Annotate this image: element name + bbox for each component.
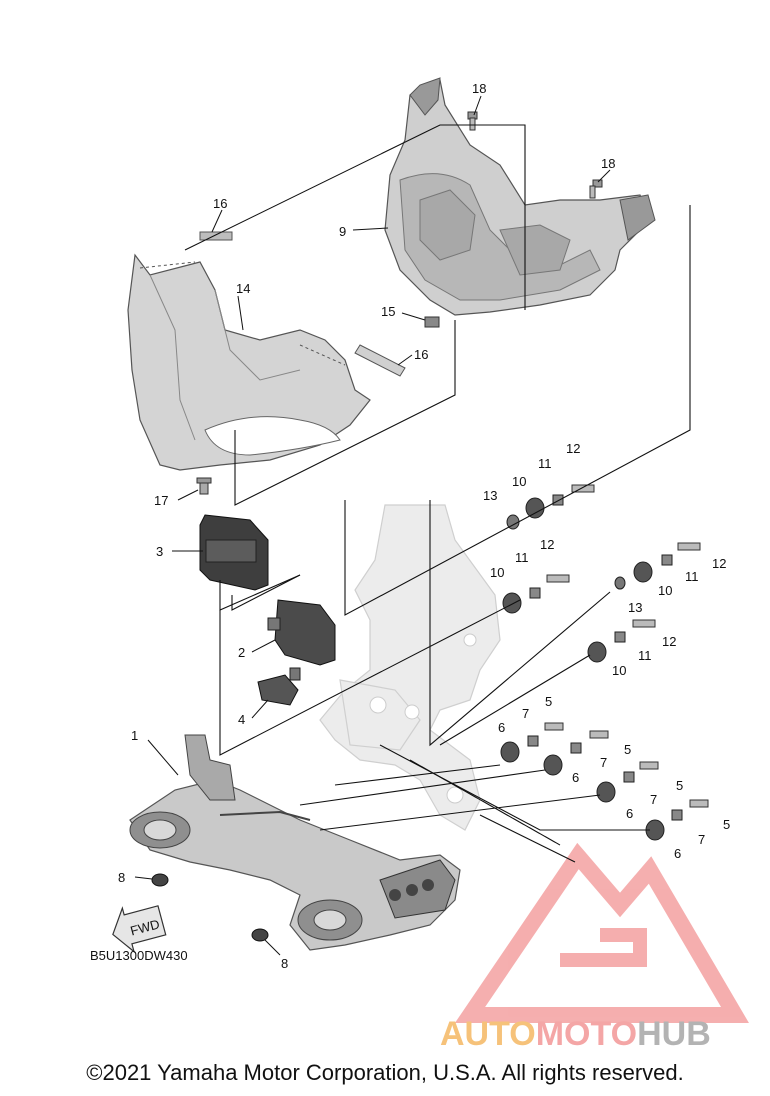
callout-7c: 7 [650, 792, 657, 807]
callout-4: 4 [238, 712, 245, 727]
callout-10c: 10 [658, 583, 672, 598]
control-unit-3 [199, 514, 269, 591]
hardware-stack-low [587, 619, 656, 663]
callout-5c: 5 [676, 778, 683, 793]
callout-labels: 1 2 3 4 5 5 5 5 6 6 6 6 7 7 7 7 8 8 9 10… [118, 81, 730, 971]
callout-3: 3 [156, 544, 163, 559]
callout-8b: 8 [281, 956, 288, 971]
callout-16a: 16 [213, 196, 227, 211]
hardware-stack-upper [506, 484, 595, 530]
screw-18a [467, 111, 478, 131]
strip-16b [354, 344, 406, 377]
callout-12d: 12 [662, 634, 676, 649]
callout-15: 15 [381, 304, 395, 319]
callout-6d: 6 [674, 846, 681, 861]
callout-18b: 18 [601, 156, 615, 171]
front-cowl-14 [127, 253, 371, 471]
watermark-moto: MOTO [536, 1015, 637, 1053]
callout-17: 17 [154, 493, 168, 508]
relay-unit-2 [267, 599, 336, 666]
headlight-stay-ghost [319, 504, 501, 831]
callout-18a: 18 [472, 81, 486, 96]
callout-10a: 10 [512, 474, 526, 489]
callout-13a: 13 [483, 488, 497, 503]
grommet-8a [151, 873, 169, 887]
callout-10d: 10 [612, 663, 626, 678]
callout-11a: 11 [538, 456, 552, 471]
callout-9: 9 [339, 224, 346, 239]
callout-13b: 13 [628, 600, 642, 615]
meter-housing-9 [384, 77, 656, 316]
callout-6c: 6 [626, 806, 633, 821]
callout-8a: 8 [118, 870, 125, 885]
leader-lines [134, 95, 611, 956]
callout-16b: 16 [414, 347, 428, 362]
strip-16a [199, 231, 233, 241]
callout-5b: 5 [624, 742, 631, 757]
copyright-notice: ©2021 Yamaha Motor Corporation, U.S.A. A… [86, 1060, 684, 1085]
screw-17 [196, 477, 212, 495]
callout-7d: 7 [698, 832, 705, 847]
callout-2: 2 [238, 645, 245, 660]
diagram-code: B5U1300DW430 [90, 948, 188, 963]
hardware-stack-5-6-7 [500, 722, 709, 841]
callout-11c: 11 [685, 569, 699, 584]
watermark-logo [454, 842, 749, 1023]
callout-7b: 7 [600, 755, 607, 770]
screw-18b [589, 179, 603, 199]
callout-12b: 12 [540, 537, 554, 552]
fwd-label: FWD [129, 916, 161, 938]
grommet-8b [251, 928, 269, 942]
hardware-stack-mid-left [502, 574, 570, 614]
callout-6b: 6 [572, 770, 579, 785]
headlight-assembly-1 [129, 734, 461, 951]
watermark-auto: AUTO [440, 1015, 536, 1053]
callout-6a: 6 [498, 720, 505, 735]
assembly-lines [184, 124, 691, 863]
callout-11b: 11 [515, 550, 529, 565]
watermark-wordmark: AUTOMOTOHUB [440, 1015, 711, 1053]
callout-12a: 12 [566, 441, 580, 456]
callout-10b: 10 [490, 565, 504, 580]
callout-1: 1 [131, 728, 138, 743]
callout-7a: 7 [522, 706, 529, 721]
callout-5a: 5 [545, 694, 552, 709]
callout-14: 14 [236, 281, 250, 296]
callout-11d: 11 [638, 648, 652, 663]
watermark-hub: HUB [637, 1015, 711, 1053]
callout-12c: 12 [712, 556, 726, 571]
callout-5d: 5 [723, 817, 730, 832]
hardware-stack-mid-right [614, 542, 701, 590]
fwd-arrow: FWD [112, 905, 167, 954]
clip-15 [424, 316, 440, 328]
connector-4 [257, 667, 301, 706]
